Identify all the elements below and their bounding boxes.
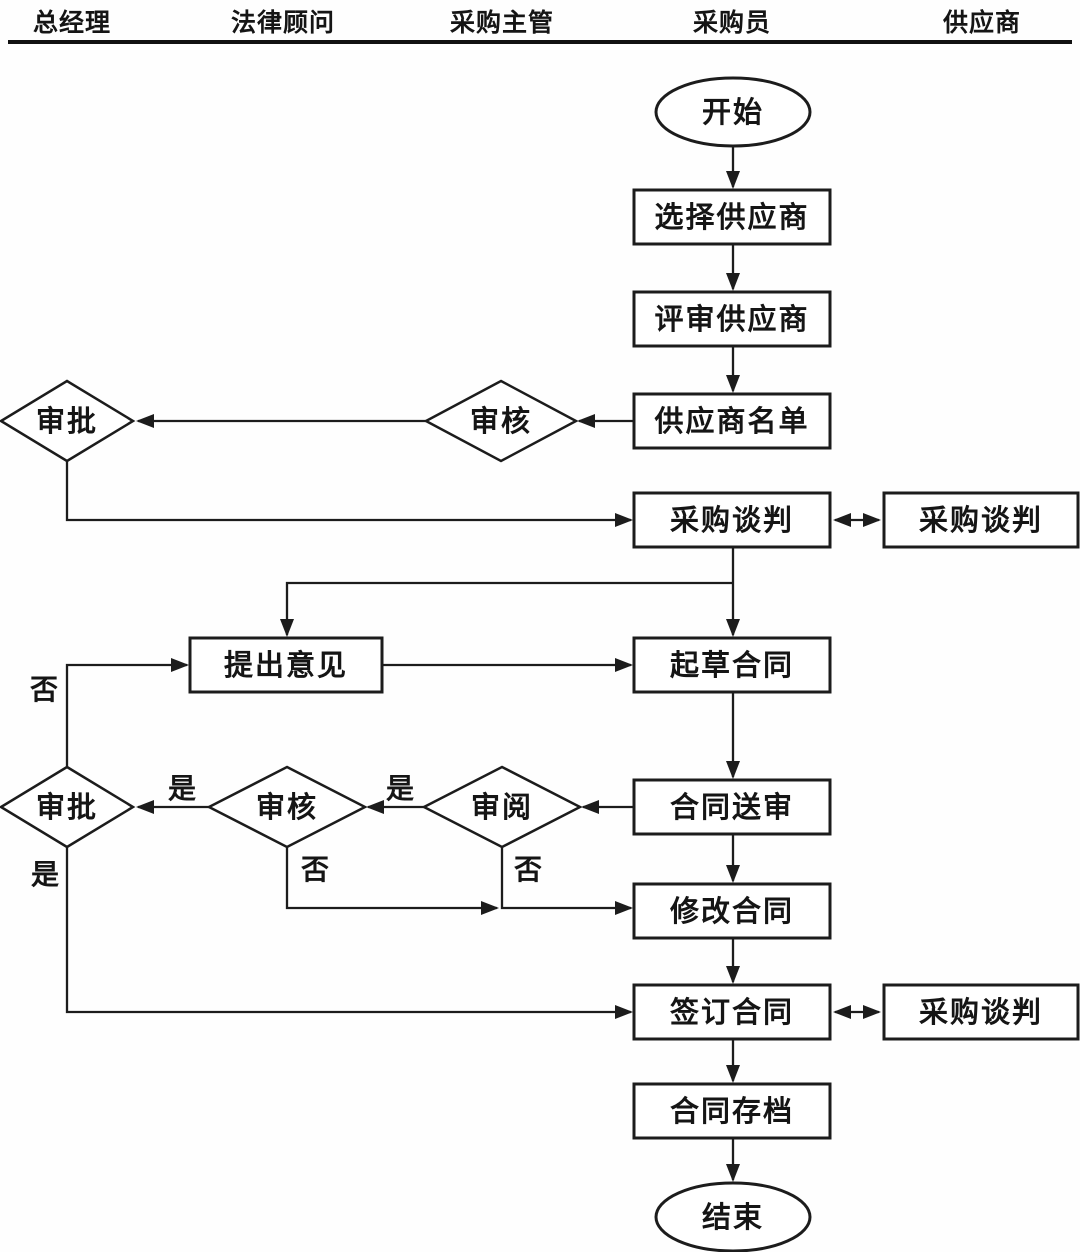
node-approve-contract: 审批	[0, 765, 136, 849]
node-review-supplier: 评审供应商	[632, 290, 832, 348]
lane-header-supplier: 供应商	[942, 8, 1021, 37]
lane-header-legal-advisor: 法律顾问	[231, 9, 335, 37]
node-label-modify-contract: 修改合同	[669, 895, 794, 928]
node-sign-contract: 签订合同	[632, 983, 832, 1041]
lane-headers: 总经理 法律顾问 采购主管 采购员 供应商	[8, 8, 1072, 44]
node-label-examine-list: 审核	[470, 404, 532, 438]
lane-header-general-manager: 总经理	[33, 8, 111, 37]
edges	[65, 146, 881, 1182]
node-supplier-negotiate-2: 采购谈判	[882, 983, 1080, 1041]
approve-list-diamond	[0, 379, 136, 463]
modify-contract-box	[632, 882, 832, 940]
submit-contract-box	[632, 778, 832, 836]
node-label-examine-contract: 审核	[256, 790, 318, 824]
edge-label-no-examine-bottom: 否	[301, 855, 329, 886]
examine-contract-diamond	[206, 765, 368, 849]
node-select-supplier: 选择供应商	[632, 188, 832, 246]
node-label-draft-contract: 起草合同	[670, 649, 794, 682]
lane-header-purchasing-supervisor: 采购主管	[450, 8, 554, 37]
node-review-contract: 审阅	[421, 765, 583, 849]
sign-contract-box	[632, 983, 832, 1041]
node-negotiate: 采购谈判	[632, 491, 832, 549]
node-modify-contract: 修改合同	[632, 882, 832, 940]
edge-approve-to-negotiate	[65, 461, 633, 527]
approve-contract-diamond	[0, 765, 136, 849]
edge-label-yes-examine-approve: 是	[168, 774, 196, 805]
negotiate-box	[632, 491, 832, 549]
edge-label-no-review-bottom: 否	[514, 855, 542, 886]
supplier-list-box	[632, 392, 832, 450]
node-propose-opinions: 提出意见	[188, 636, 384, 694]
node-label-archive-contract: 合同存档	[670, 1095, 794, 1128]
node-label-select-supplier: 选择供应商	[654, 200, 809, 234]
edge-label-yes-approve-bottom: 是	[31, 860, 59, 891]
edge-approve-no-to-propose-opinions	[65, 658, 189, 767]
node-label-supplier-list: 供应商名单	[653, 404, 809, 438]
edge-negotiate-to-propose-opinions	[280, 581, 733, 637]
archive-contract-box	[632, 1082, 832, 1140]
node-label-sign-contract: 签订合同	[670, 995, 794, 1029]
node-archive-contract: 合同存档	[632, 1082, 832, 1140]
propose-opinions-box	[188, 636, 384, 694]
end-terminator-shape	[654, 1181, 812, 1252]
edge-labels: 否 是 是 是 否 否	[30, 675, 542, 891]
node-label-supplier-negotiate-2: 采购谈判	[919, 995, 1043, 1029]
node-supplier-negotiate-1: 采购谈判	[882, 491, 1080, 549]
node-draft-contract: 起草合同	[632, 636, 832, 694]
node-label-negotiate: 采购谈判	[670, 503, 794, 537]
edge-label-no-approve-top: 否	[30, 675, 58, 706]
edge-review-no-to-modify-contract	[500, 847, 633, 915]
lane-header-buyer: 采购员	[693, 8, 771, 37]
node-label-approve-list: 审批	[36, 404, 98, 438]
node-label-submit-contract: 合同送审	[670, 790, 794, 824]
node-label-approve-contract: 审批	[36, 790, 98, 824]
node-label-review-contract: 审阅	[471, 790, 533, 824]
node-label-review-supplier: 评审供应商	[654, 302, 809, 336]
node-label-propose-opinions: 提出意见	[224, 648, 348, 682]
node-examine-list: 审核	[423, 379, 579, 463]
review-supplier-box	[632, 290, 832, 348]
node-end: 结束	[654, 1181, 812, 1252]
select-supplier-box	[632, 188, 832, 246]
start-terminator-shape	[654, 76, 812, 148]
examine-list-diamond	[423, 379, 579, 463]
node-supplier-list: 供应商名单	[632, 392, 832, 450]
node-label-end: 结束	[702, 1201, 764, 1234]
edge-approve-yes-to-sign-contract	[65, 847, 633, 1019]
node-label-start: 开始	[702, 96, 764, 129]
supplier-negotiate-2-box	[882, 983, 1080, 1041]
edge-label-yes-review-examine: 是	[386, 774, 414, 805]
edge-examine-no-to-modify-contract	[285, 847, 499, 915]
draft-contract-box	[632, 636, 832, 694]
node-start: 开始	[654, 76, 812, 148]
node-submit-contract: 合同送审	[632, 778, 832, 836]
node-label-supplier-negotiate-1: 采购谈判	[919, 503, 1043, 537]
review-contract-diamond	[421, 765, 583, 849]
node-approve-list: 审批	[0, 379, 136, 463]
node-examine-contract: 审核	[206, 765, 368, 849]
supplier-negotiate-1-box	[882, 491, 1080, 549]
